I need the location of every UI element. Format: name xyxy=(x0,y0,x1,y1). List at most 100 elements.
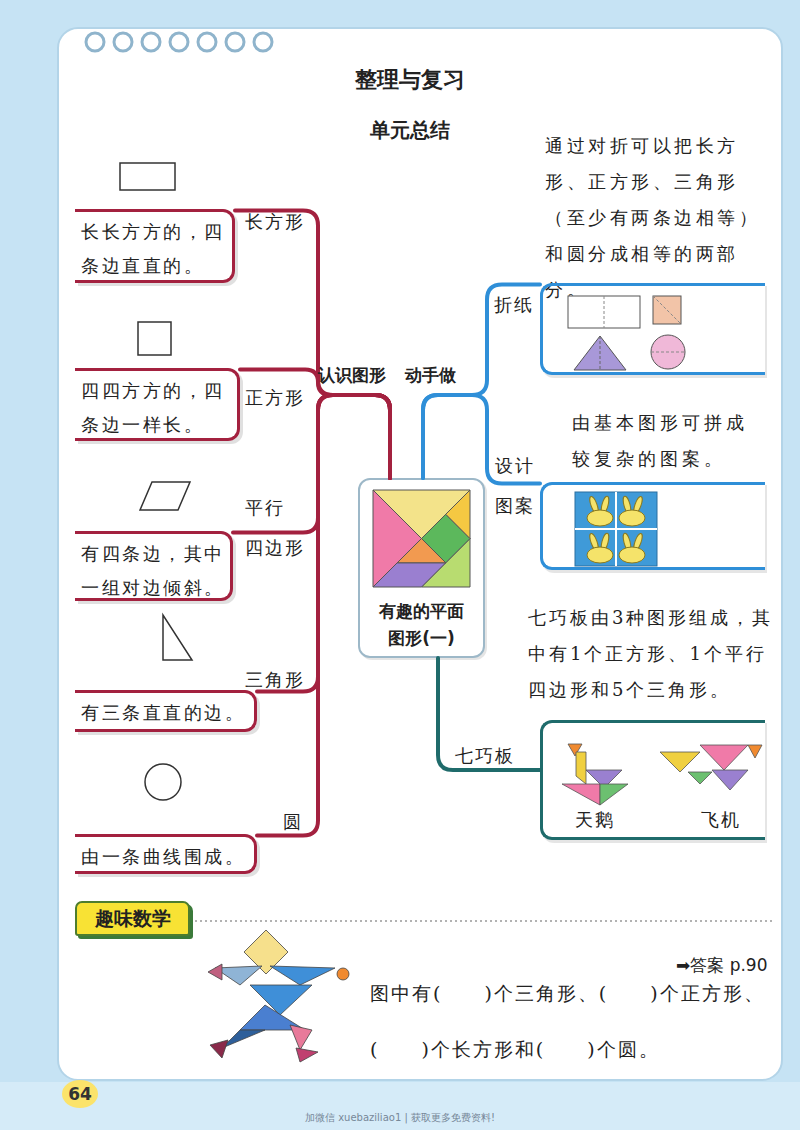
rabbit-face xyxy=(587,547,613,563)
tangram-piece xyxy=(568,744,582,756)
branch-label: 设计 图案 xyxy=(495,446,539,526)
tangram-piece xyxy=(586,770,622,788)
tangram-piece xyxy=(712,770,748,790)
tile-line xyxy=(615,492,617,566)
fold-pictures xyxy=(568,296,685,370)
node-text: 64 xyxy=(62,1080,98,1108)
folded-circle xyxy=(651,335,685,369)
person-foot xyxy=(210,1040,228,1058)
description-box: 由一条曲线围成。 xyxy=(75,834,257,874)
fold-line xyxy=(651,352,685,353)
tangram-piece xyxy=(422,514,471,563)
picture-caption: 天鹅 xyxy=(575,807,615,833)
dotted-rule xyxy=(195,920,772,922)
branch-label: 长方形 xyxy=(245,202,315,242)
node-heading: 七巧板由3种图形组成，其中有1个正方形、1个平行四边形和5个三角形。 xyxy=(528,600,778,708)
page-title: 整理与复习 xyxy=(310,62,510,98)
person-foot xyxy=(296,1048,318,1062)
tangram-piece xyxy=(422,539,471,588)
picture-caption: 飞机 xyxy=(701,807,741,833)
branch-connector xyxy=(257,395,390,836)
description-box: 有三条直直的边。 xyxy=(75,690,257,732)
tangram-piece xyxy=(446,490,470,539)
folded-triangle xyxy=(574,336,626,370)
description-box: 有四条边，其中一组对边倾斜。 xyxy=(75,531,233,601)
tangram-piece xyxy=(700,745,748,770)
person-leg xyxy=(290,1025,312,1050)
answer-reference: ➡答案 p.90 xyxy=(676,950,776,980)
section-subtitle: 单元总结 xyxy=(350,112,470,148)
question-text: 图中有( )个三角形、( )个正方形、( )个长方形和( )个圆。 xyxy=(370,965,775,1077)
branch-box: 七巧板由3种图形组成，其中有1个正方形、1个平行四边形和5个三角形。天鹅 飞机 xyxy=(528,600,778,840)
person-ball xyxy=(337,968,349,980)
ring xyxy=(254,33,272,51)
bottom-band xyxy=(0,1082,800,1130)
rectangle-icon xyxy=(120,163,175,190)
branch-label: 正方形 xyxy=(245,378,315,418)
branch-box: 由基本图形可拼成较复杂的图案。 xyxy=(540,405,770,570)
rabbit-ear xyxy=(600,496,610,515)
node-text: 有趣的平面图形(一) xyxy=(374,598,469,652)
person-hand xyxy=(208,964,222,980)
branch-frame xyxy=(540,283,765,375)
folded-rectangle xyxy=(568,296,640,328)
node-text: 有三条直直的边。 xyxy=(81,696,250,730)
rabbit-ear xyxy=(588,533,600,552)
fold-line xyxy=(600,336,601,370)
ring xyxy=(226,33,244,51)
branch-label: 平行 四边形 xyxy=(245,488,307,568)
rabbit-ear xyxy=(632,533,644,552)
rabbit-face xyxy=(587,510,613,526)
pattern-tile xyxy=(575,492,657,566)
branch-connector xyxy=(240,370,390,479)
branch-label: 圆 xyxy=(283,802,313,842)
tangram-piece xyxy=(688,772,712,784)
rabbit-pattern xyxy=(575,492,657,566)
central-topic: 有趣的平面图形(一) xyxy=(358,478,485,658)
tile-line xyxy=(575,528,657,530)
watermark: 加微信 xuebaziliao1 | 获取更多免费资料! xyxy=(200,1110,600,1126)
description-box: 长长方方的，四条边直直的。 xyxy=(75,209,235,283)
rabbit-ear xyxy=(622,496,632,515)
node-text: 有四条边，其中一组对边倾斜。 xyxy=(81,537,226,605)
triangle-icon xyxy=(163,615,192,660)
square-icon xyxy=(138,322,171,355)
rabbit-ear xyxy=(622,533,632,552)
parallelogram-icon xyxy=(140,482,190,510)
rabbit-ear xyxy=(588,496,600,515)
rabbit-face xyxy=(619,510,645,526)
tangram-piece xyxy=(373,490,470,539)
branch-box: 通过对折可以把长方形、正方形、三角形（至少有两条边相等）和圆分成相等的两部分。 xyxy=(540,128,770,375)
branch-connector xyxy=(235,211,390,479)
tangram-square xyxy=(373,490,470,587)
swan-figure xyxy=(562,744,628,805)
node-heading: 通过对折可以把长方形、正方形、三角形（至少有两条边相等）和圆分成相等的两部分。 xyxy=(545,128,770,308)
tangram-piece xyxy=(373,490,422,587)
branch-frame: 天鹅 飞机 xyxy=(540,720,765,840)
tangram-piece xyxy=(600,784,628,805)
ring xyxy=(198,33,216,51)
fold-line xyxy=(653,296,681,324)
branch-title: 认识图形 xyxy=(318,355,408,395)
circle-icon xyxy=(145,764,181,800)
rabbit-face xyxy=(619,547,645,563)
ring xyxy=(114,33,132,51)
person-arm xyxy=(215,966,262,985)
node-text: 趣味数学 xyxy=(77,903,188,934)
ring xyxy=(86,33,104,51)
rabbit-row xyxy=(587,533,645,563)
person-arm xyxy=(270,966,335,985)
rabbit-ear xyxy=(632,496,644,515)
tangram-piece xyxy=(562,784,600,805)
rabbit-row xyxy=(587,496,645,526)
fold-line xyxy=(604,296,605,328)
tangram-piece xyxy=(397,539,446,563)
person-hip xyxy=(240,1005,305,1030)
folded-square xyxy=(653,296,681,324)
branch-label: 七巧板 xyxy=(455,736,535,776)
branch-label: 三角形 xyxy=(245,660,315,700)
node-text: 由一条曲线围成。 xyxy=(81,840,250,874)
